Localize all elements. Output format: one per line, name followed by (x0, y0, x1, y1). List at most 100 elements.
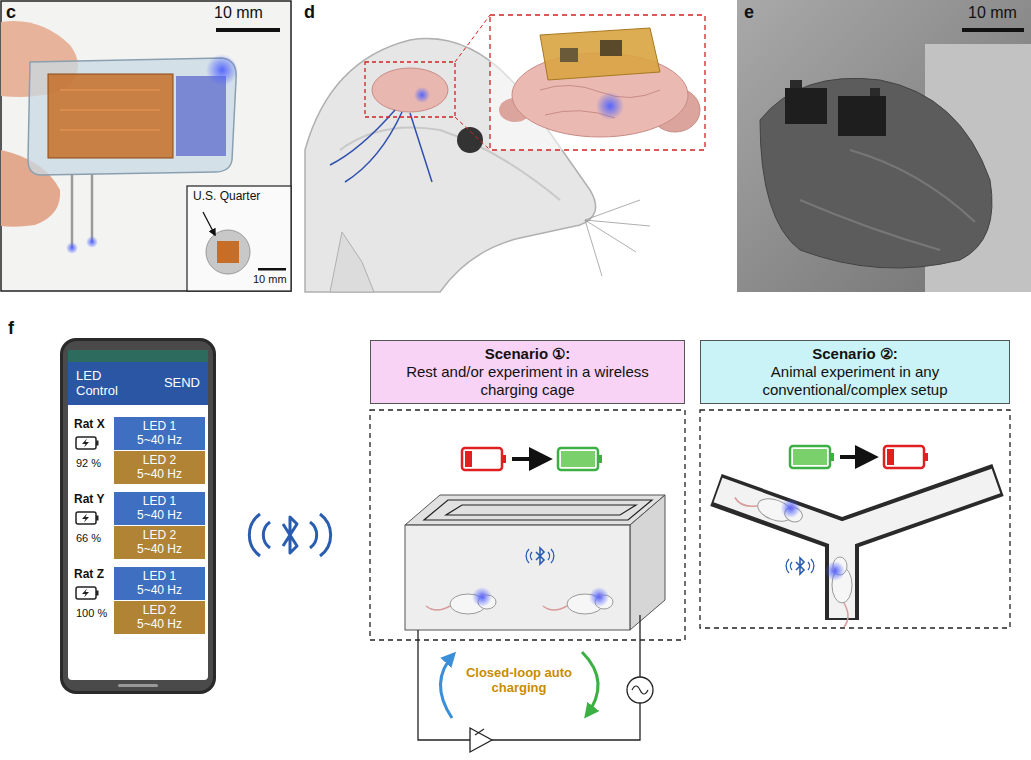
rat-illustration (455, 15, 490, 150)
charging-cage-scene (426, 587, 496, 614)
panel-letter: d (304, 2, 315, 23)
device-photo (86, 236, 98, 248)
led-button: LED 25~40 Hz (114, 526, 205, 559)
rat-name: Rat Y (74, 493, 104, 507)
charging-cage-scene (627, 677, 653, 703)
bluetooth-symbol (283, 517, 297, 553)
device-photo (1, 1, 291, 291)
quarter-inset (217, 241, 239, 263)
quarter-inset (258, 268, 286, 271)
bluetooth-symbol (249, 514, 330, 556)
charging-cage-scene (632, 686, 648, 694)
brain-inset (560, 48, 578, 62)
smartphone (63, 341, 213, 691)
charging-cage-scene (370, 410, 685, 640)
brain-inset (596, 92, 624, 120)
smartphone (60, 338, 216, 694)
rat-illustration (330, 232, 374, 292)
panel-letter: e (744, 2, 754, 23)
scale-label: 10 mm (214, 4, 263, 22)
scale-label: 10 mm (968, 4, 1017, 22)
led-button: LED 25~40 Hz (114, 451, 205, 484)
battery-icon (76, 437, 99, 449)
node-text: LED 2 (118, 528, 201, 542)
led-button: LED 15~40 Hz (114, 492, 205, 525)
node-text: 5~40 Hz (118, 508, 201, 522)
xray-image (785, 88, 827, 124)
node-text: Scenario ①: (379, 345, 676, 363)
scale-label: 10 mm (253, 273, 287, 286)
led-button: LED 15~40 Hz (114, 417, 205, 450)
charging-cage-scene (462, 448, 506, 470)
quarter-inset (187, 186, 291, 291)
charging-cage-scene (405, 525, 630, 630)
xray-image (800, 150, 975, 250)
xray-image (737, 0, 1031, 292)
rat-illustration (372, 68, 448, 112)
brain-inset (540, 28, 660, 80)
battery-icon (76, 587, 99, 599)
charging-cage-scene (582, 652, 598, 716)
xray-image (790, 80, 802, 88)
brain-inset (600, 40, 622, 56)
charging-cage-scene (475, 729, 484, 735)
node-text: 5~40 Hz (118, 583, 201, 597)
node-text: LED 2 (118, 453, 201, 467)
charging-cage-scene (630, 495, 665, 630)
device-photo (71, 174, 74, 248)
charging-cage-scene (370, 410, 685, 752)
node-text: SEND (164, 376, 200, 391)
node-text: 5~40 Hz (118, 542, 201, 556)
rat-illustration (365, 62, 455, 117)
panel-letter: f (8, 318, 14, 339)
battery-icon (76, 512, 99, 524)
rat-name: Rat X (74, 418, 105, 432)
device-photo (60, 90, 160, 130)
device-photo (176, 76, 226, 156)
device-photo (48, 74, 173, 158)
smartphone (68, 350, 208, 680)
node-text: 5~40 Hz (118, 617, 201, 631)
rat-illustration (414, 87, 430, 103)
node-text: LED Control (76, 369, 132, 399)
quarter-inset (187, 186, 291, 291)
led-button: LED 25~40 Hz (114, 601, 205, 634)
node-text: Scenario ②: (709, 345, 1001, 363)
smartphone (118, 684, 158, 687)
node-text: Animal experiment in any conventional/co… (709, 363, 1001, 399)
quarter-inset (203, 212, 215, 235)
y-maze-scene (825, 557, 852, 627)
bluetooth-symbol (249, 514, 330, 556)
y-maze-scene (700, 410, 1010, 628)
device-photo (66, 242, 78, 254)
node-text: 5~40 Hz (118, 433, 201, 447)
node-text: LED 1 (118, 494, 201, 508)
charging-cage-scene (470, 728, 492, 752)
loop-label: Closed-loop auto charging (463, 666, 575, 696)
device-photo (1, 1, 291, 291)
device-photo (206, 54, 238, 86)
quarter-inset (206, 230, 250, 274)
device-photo (28, 58, 236, 175)
charging-cage-scene (418, 615, 640, 740)
node-text: LED 1 (118, 419, 201, 433)
scenario-header: Scenario ②:Animal experiment in any conv… (700, 340, 1010, 404)
y-maze-scene (732, 480, 807, 529)
xray-image (737, 0, 1031, 292)
node-text: LED 1 (118, 569, 201, 583)
y-maze-scene (716, 480, 998, 620)
rat-name: Rat Z (74, 568, 104, 582)
panel-letter: c (6, 2, 16, 23)
y-maze-scene (700, 410, 1010, 628)
device-photo (91, 174, 94, 242)
smartphone (60, 338, 216, 694)
node-text: 5~40 Hz (118, 467, 201, 481)
led-button: LED 15~40 Hz (114, 567, 205, 600)
scale-bar (962, 28, 1024, 32)
y-maze-scene (786, 558, 814, 574)
charging-cage-scene (543, 587, 613, 614)
charging-cage-scene (405, 495, 665, 525)
app-header-bar: LED Control SEND (68, 362, 208, 405)
charging-cage-scene (512, 457, 548, 461)
